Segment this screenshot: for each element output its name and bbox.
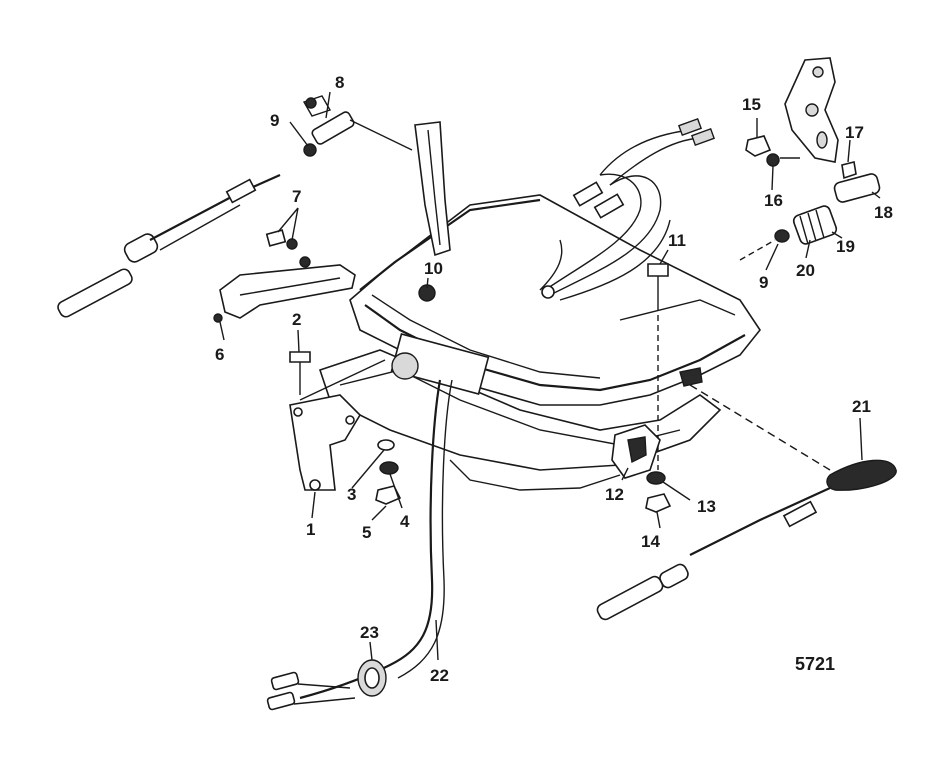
clip-12 [611,424,672,513]
callout-5: 5 [362,523,371,542]
callout-16: 16 [764,191,783,210]
callout-13: 13 [697,497,716,516]
steering-bracket [414,121,451,257]
callout-9-upper: 9 [270,111,279,130]
callout-2: 2 [292,310,301,329]
callout-23: 23 [360,623,379,642]
callout-3: 3 [347,485,356,504]
cable-connector-8 [302,95,413,157]
bracket-6 [213,229,356,323]
callout-20: 20 [796,261,815,280]
callout-21: 21 [852,397,871,416]
callout-8: 8 [335,73,344,92]
harness-lead-22 [266,379,453,711]
callout-19: 19 [836,237,855,256]
callout-6: 6 [215,345,224,364]
wiring-harness [539,117,716,301]
callout-10: 10 [424,259,443,278]
figure-number: 5721 [795,654,835,674]
callout-12: 12 [605,485,624,504]
cable-right-lower [596,384,897,621]
leader-lines [219,91,881,661]
callout-labels: 1 2 3 4 5 6 7 8 9 9 10 11 12 13 14 15 16… [215,73,893,685]
callout-22: 22 [430,666,449,685]
callout-7: 7 [292,187,301,206]
cable-left-upper [57,173,281,318]
callout-14: 14 [641,532,660,551]
callout-11: 11 [668,231,686,250]
screw-11 [647,263,669,470]
callout-18: 18 [874,203,893,222]
callout-4: 4 [400,512,410,531]
callout-9-right: 9 [759,273,768,292]
callout-17: 17 [845,123,864,142]
bracket-1 [289,351,402,505]
callout-1: 1 [306,520,315,539]
callout-15: 15 [742,95,761,114]
plate-assembly [739,57,881,261]
